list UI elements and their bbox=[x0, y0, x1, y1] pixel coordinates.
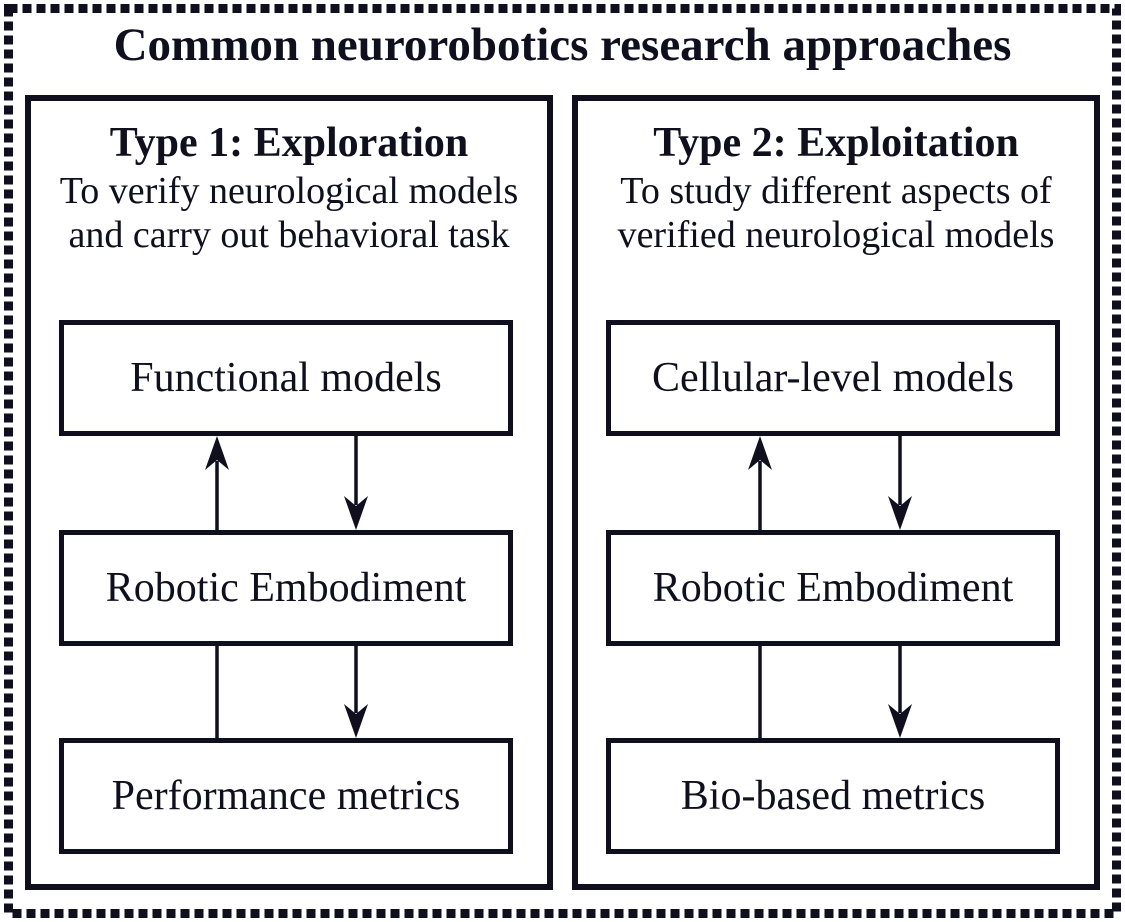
up-arrow-head-gap1 bbox=[748, 436, 772, 470]
panel-type2-header: Type 2: Exploitation To study different … bbox=[572, 119, 1100, 257]
node-bio-based-metrics: Bio-based metrics bbox=[606, 738, 1060, 854]
node-functional-models: Functional models bbox=[59, 320, 513, 436]
node-bio-based-metrics-label: Bio-based metrics bbox=[680, 773, 986, 819]
node-robotic-embodiment-type1-label: Robotic Embodiment bbox=[105, 565, 467, 611]
node-cellular-level-models-label: Cellular-level models bbox=[652, 355, 1014, 401]
down-arrow-head-gap1 bbox=[344, 496, 368, 530]
panel-type1-arrows bbox=[205, 436, 368, 738]
panel-type1-header: Type 1: Exploration To verify neurologic… bbox=[25, 119, 553, 257]
node-robotic-embodiment-type2: Robotic Embodiment bbox=[606, 530, 1060, 646]
panel-type1-exploration: Type 1: Exploration To verify neurologic… bbox=[25, 95, 553, 890]
node-performance-metrics: Performance metrics bbox=[59, 738, 513, 854]
node-robotic-embodiment-type2-label: Robotic Embodiment bbox=[652, 565, 1014, 611]
node-cellular-level-models: Cellular-level models bbox=[606, 320, 1060, 436]
panel-type2-heading: Type 2: Exploitation bbox=[653, 120, 1019, 166]
panel-type1-border bbox=[25, 95, 553, 890]
panel-type2-description-line1: To study different aspects of bbox=[620, 169, 1052, 212]
down-arrow-head-gap2 bbox=[888, 704, 912, 738]
panel-type2-arrows bbox=[748, 436, 912, 738]
panel-type2-description-line2: verified neurological models bbox=[617, 214, 1055, 256]
node-performance-metrics-label: Performance metrics bbox=[111, 773, 461, 819]
panel-type1-heading: Type 1: Exploration bbox=[109, 120, 469, 166]
node-functional-models-label: Functional models bbox=[130, 355, 442, 401]
panel-type1-description-line2: and carry out behavioral task bbox=[68, 214, 510, 256]
up-arrow-head-gap1 bbox=[205, 436, 229, 470]
panel-type2-exploitation: Type 2: Exploitation To study different … bbox=[572, 95, 1100, 890]
panel-type1-description-line1: To verify neurological models bbox=[59, 169, 519, 212]
panel-type2-border bbox=[572, 95, 1100, 890]
diagram-title: Common neurorobotics research approaches bbox=[113, 19, 1012, 71]
down-arrow-head-gap2 bbox=[344, 704, 368, 738]
down-arrow-head-gap1 bbox=[888, 496, 912, 530]
node-robotic-embodiment-type1: Robotic Embodiment bbox=[59, 530, 513, 646]
